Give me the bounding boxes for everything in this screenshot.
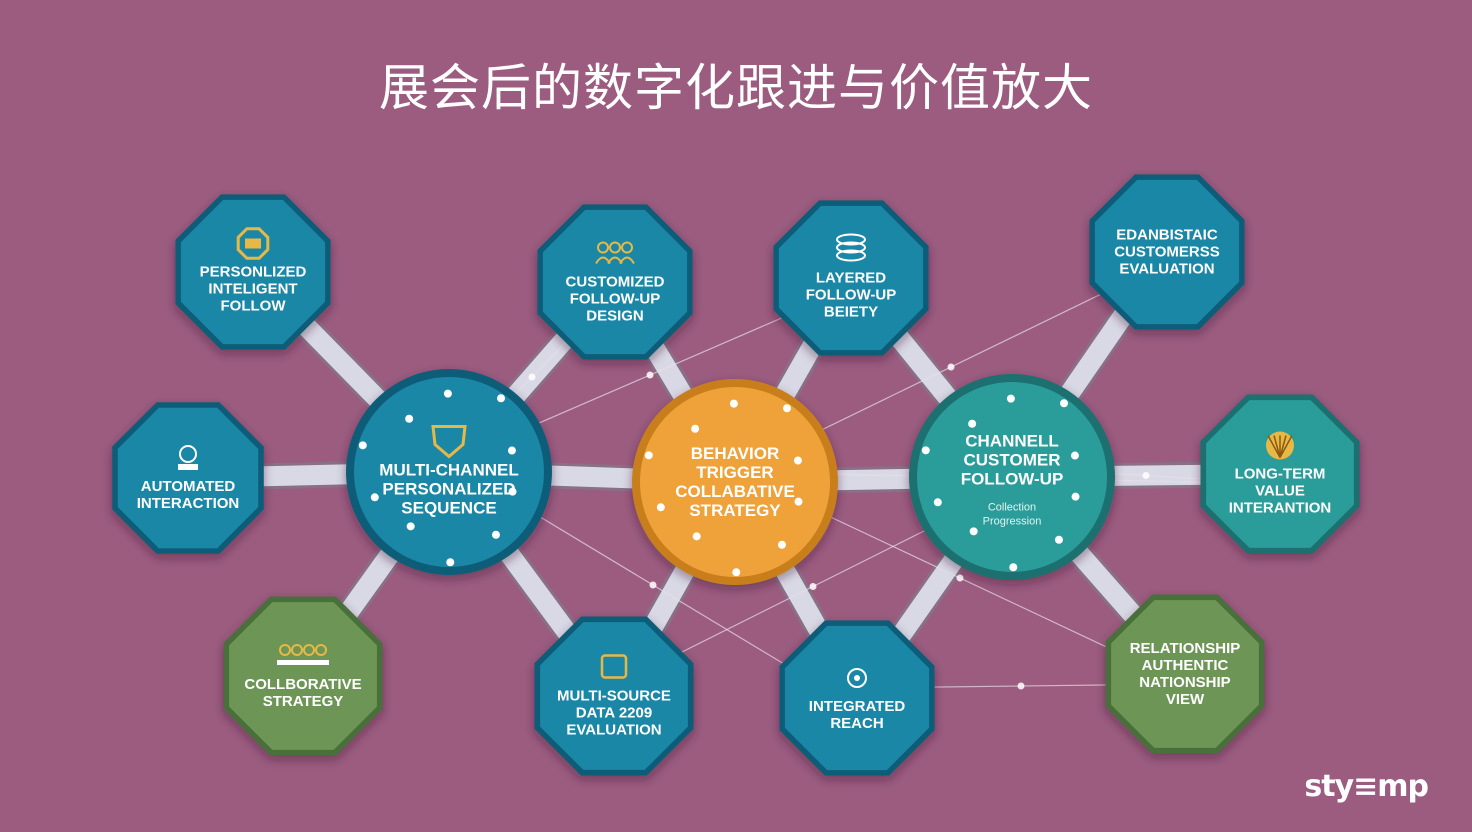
node-label: AUTHENTIC: [1142, 657, 1229, 674]
node-body: [1111, 600, 1259, 748]
node-label: LAYERED: [816, 270, 886, 287]
node-label: CUSTOMER: [964, 451, 1061, 470]
node-label: BEHAVIOR: [691, 444, 779, 463]
node-label: TRIGGER: [696, 463, 773, 482]
node-label: EVALUATION: [566, 722, 661, 739]
node-label: INTEGRATED: [809, 698, 906, 715]
team-icon: [595, 241, 635, 265]
node-label: LONG-TERM: [1235, 466, 1326, 483]
thread-dot-4: [1142, 472, 1150, 479]
data-icon: [600, 654, 628, 679]
node-body: [778, 205, 924, 351]
badge-icon: [236, 227, 270, 260]
node-body: [917, 382, 1107, 572]
node-dots: [644, 399, 803, 577]
robot-icon: [178, 445, 198, 470]
node-label: VIEW: [1166, 691, 1205, 708]
node-body: [117, 407, 259, 549]
node-label: COLLBORATIVE: [244, 676, 361, 693]
node-label: RELATIONSHIP: [1130, 640, 1241, 657]
node-label: COLLABATIVE: [675, 482, 795, 501]
node-label: CUSTOMIZED: [566, 274, 665, 291]
node-label: NATIONSHIP: [1139, 674, 1230, 691]
node-label: DATA 2209: [576, 705, 652, 722]
node-label: PERSONLIZED: [200, 264, 307, 281]
node-body: [1206, 400, 1354, 548]
node-body: [1094, 179, 1240, 325]
node-label: FOLLOW: [221, 298, 287, 315]
node-body: [540, 622, 688, 770]
node-label: STRATEGY: [689, 501, 781, 520]
node-label: BEIETY: [824, 304, 878, 321]
node-label: VALUE: [1255, 483, 1305, 500]
thread-dot-1: [646, 371, 654, 379]
node-label: CHANNELL: [965, 432, 1059, 451]
shell-icon: [1266, 431, 1294, 460]
node-sublabel: Collection: [988, 502, 1036, 514]
node-layer: PERSONLIZEDINTELIGENTFOLLOWCUSTOMIZEDFOL…: [112, 174, 1360, 776]
thread-dot-7: [649, 581, 657, 589]
node-dots: [921, 394, 1080, 572]
node-label: FOLLOW-UP: [570, 291, 661, 308]
node-body: [640, 387, 830, 577]
node-sublabel: Progression: [983, 516, 1042, 528]
thread-dot-6: [1017, 682, 1025, 690]
node-label: MULTI-SOURCE: [557, 688, 671, 705]
node-label: EDANBISTAIC: [1116, 227, 1218, 244]
node-label: CUSTOMERSS: [1114, 244, 1220, 261]
node-label: REACH: [830, 715, 883, 732]
node-label: PERSONALIZED: [382, 480, 515, 499]
node-label: AUTOMATED: [141, 478, 236, 495]
brand-logo: sty≡mp: [1304, 769, 1429, 804]
node-label: FOLLOW-UP: [806, 287, 897, 304]
node-label: MULTI-CHANNEL: [379, 461, 518, 480]
node-body: [180, 199, 326, 345]
node-dots: [358, 389, 517, 567]
node-label: INTERACTION: [137, 495, 240, 512]
shield-icon: [431, 425, 467, 459]
target-icon: [847, 668, 867, 688]
node-body: [542, 209, 688, 355]
page-title: 展会后的数字化跟进与价值放大: [379, 59, 1093, 117]
people-icon: [277, 644, 329, 665]
node-body: [354, 377, 544, 567]
node-label: SEQUENCE: [401, 499, 496, 518]
node-label: DESIGN: [586, 308, 644, 325]
node-label: EVALUATION: [1119, 261, 1214, 278]
thread-dot-3: [956, 574, 964, 582]
node-body: [229, 602, 377, 750]
node-label: INTERANTION: [1229, 500, 1332, 517]
node-label: FOLLOW-UP: [961, 470, 1064, 489]
node-label: STRATEGY: [263, 693, 344, 710]
node-label: INTELIGENT: [208, 281, 297, 298]
thread-dot-0: [528, 373, 536, 381]
thread-dot-5: [809, 583, 817, 590]
node-body: [784, 625, 930, 771]
thread-dot-2: [947, 363, 955, 371]
database-icon: [836, 233, 866, 262]
